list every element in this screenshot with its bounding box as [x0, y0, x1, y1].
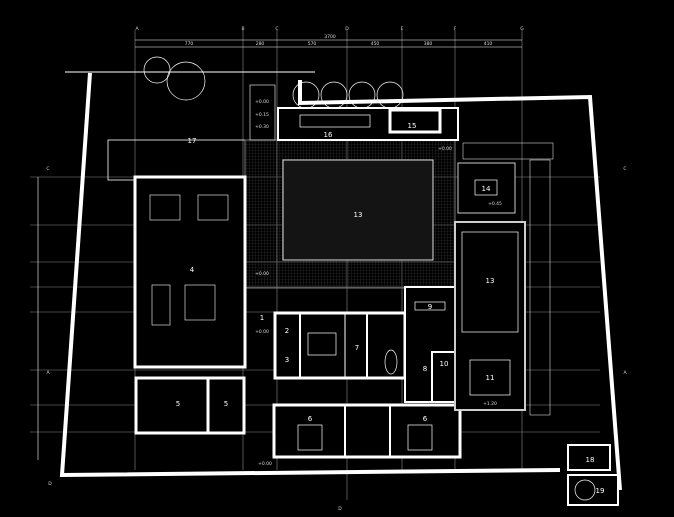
axis-label: F [454, 26, 457, 32]
room-label: 1 [260, 314, 264, 322]
room-16 [277, 107, 459, 141]
living-room-4 [133, 175, 247, 369]
svg-text:A: A [46, 370, 50, 376]
area-17 [107, 139, 246, 181]
svg-text:+1.20: +1.20 [483, 401, 497, 407]
pool [282, 159, 434, 261]
axis-label: E [401, 26, 404, 32]
dim-seg: 450 [371, 41, 380, 47]
axis-label: B [241, 26, 244, 32]
room-label: 2 [285, 327, 289, 335]
svg-text:C: C [46, 166, 49, 172]
dimension-chain: 3700 770 280 570 450 380 410 A B C D E F… [135, 26, 524, 48]
room-label: 11 [486, 374, 495, 382]
svg-text:+0.00: +0.00 [258, 461, 272, 467]
room-label: 3 [285, 356, 289, 364]
dim-seg: 410 [484, 41, 493, 47]
svg-text:+0.00: +0.00 [255, 99, 269, 105]
dim-total: 3700 [324, 34, 336, 40]
room-label: 19 [596, 487, 605, 495]
room-label: 6 [423, 415, 428, 423]
room-label: 13 [486, 277, 495, 285]
svg-text:A: A [623, 370, 627, 376]
svg-text:+0.00: +0.00 [255, 329, 269, 335]
svg-text:+0.30: +0.30 [255, 124, 269, 130]
room-label: 10 [440, 360, 449, 368]
site-boundary [59, 72, 561, 478]
trees [143, 56, 404, 109]
bedroom-wing [273, 311, 407, 380]
axis-label: D [345, 26, 349, 32]
section-marks: C C A A D D [46, 166, 627, 512]
axis-label: C [275, 26, 278, 32]
room-19 [567, 474, 619, 506]
room-5 [134, 376, 210, 435]
room-label: 14 [482, 185, 491, 193]
level-tags: +0.00 +0.15 +0.30 +0.00 +0.00 +0.45 +0.0… [255, 99, 502, 467]
room-label: 13 [354, 211, 363, 219]
room-label: 9 [428, 303, 432, 311]
room-14 [457, 162, 516, 214]
dim-seg: 380 [424, 41, 433, 47]
room-18 [567, 444, 611, 471]
room-label: 7 [355, 344, 359, 352]
room-label: 17 [188, 137, 197, 145]
room-label: 6 [308, 415, 313, 423]
svg-text:+0.45: +0.45 [488, 201, 502, 207]
svg-text:+0.15: +0.15 [255, 112, 269, 118]
axis-label: A [135, 26, 139, 32]
lap-pool-13 [454, 221, 526, 411]
room-label: 18 [586, 456, 595, 464]
axis-label: G [520, 26, 524, 32]
dim-seg: 280 [256, 41, 265, 47]
room-label: 4 [190, 266, 195, 274]
svg-text:D: D [338, 506, 342, 512]
dim-seg: 770 [185, 41, 194, 47]
room-label: 8 [423, 365, 427, 373]
room-label: 15 [408, 122, 417, 130]
dim-seg: 570 [308, 41, 317, 47]
room-5b [206, 376, 246, 435]
deck [462, 142, 554, 416]
svg-text:+0.00: +0.00 [438, 146, 452, 152]
svg-text:D: D [48, 481, 52, 487]
room-label: 5 [224, 400, 228, 408]
svg-text:C: C [623, 166, 626, 172]
svg-text:+0.00: +0.00 [255, 271, 269, 277]
bedrooms-6 [272, 403, 462, 459]
room-label: 5 [176, 400, 180, 408]
room-label: 16 [324, 131, 333, 139]
